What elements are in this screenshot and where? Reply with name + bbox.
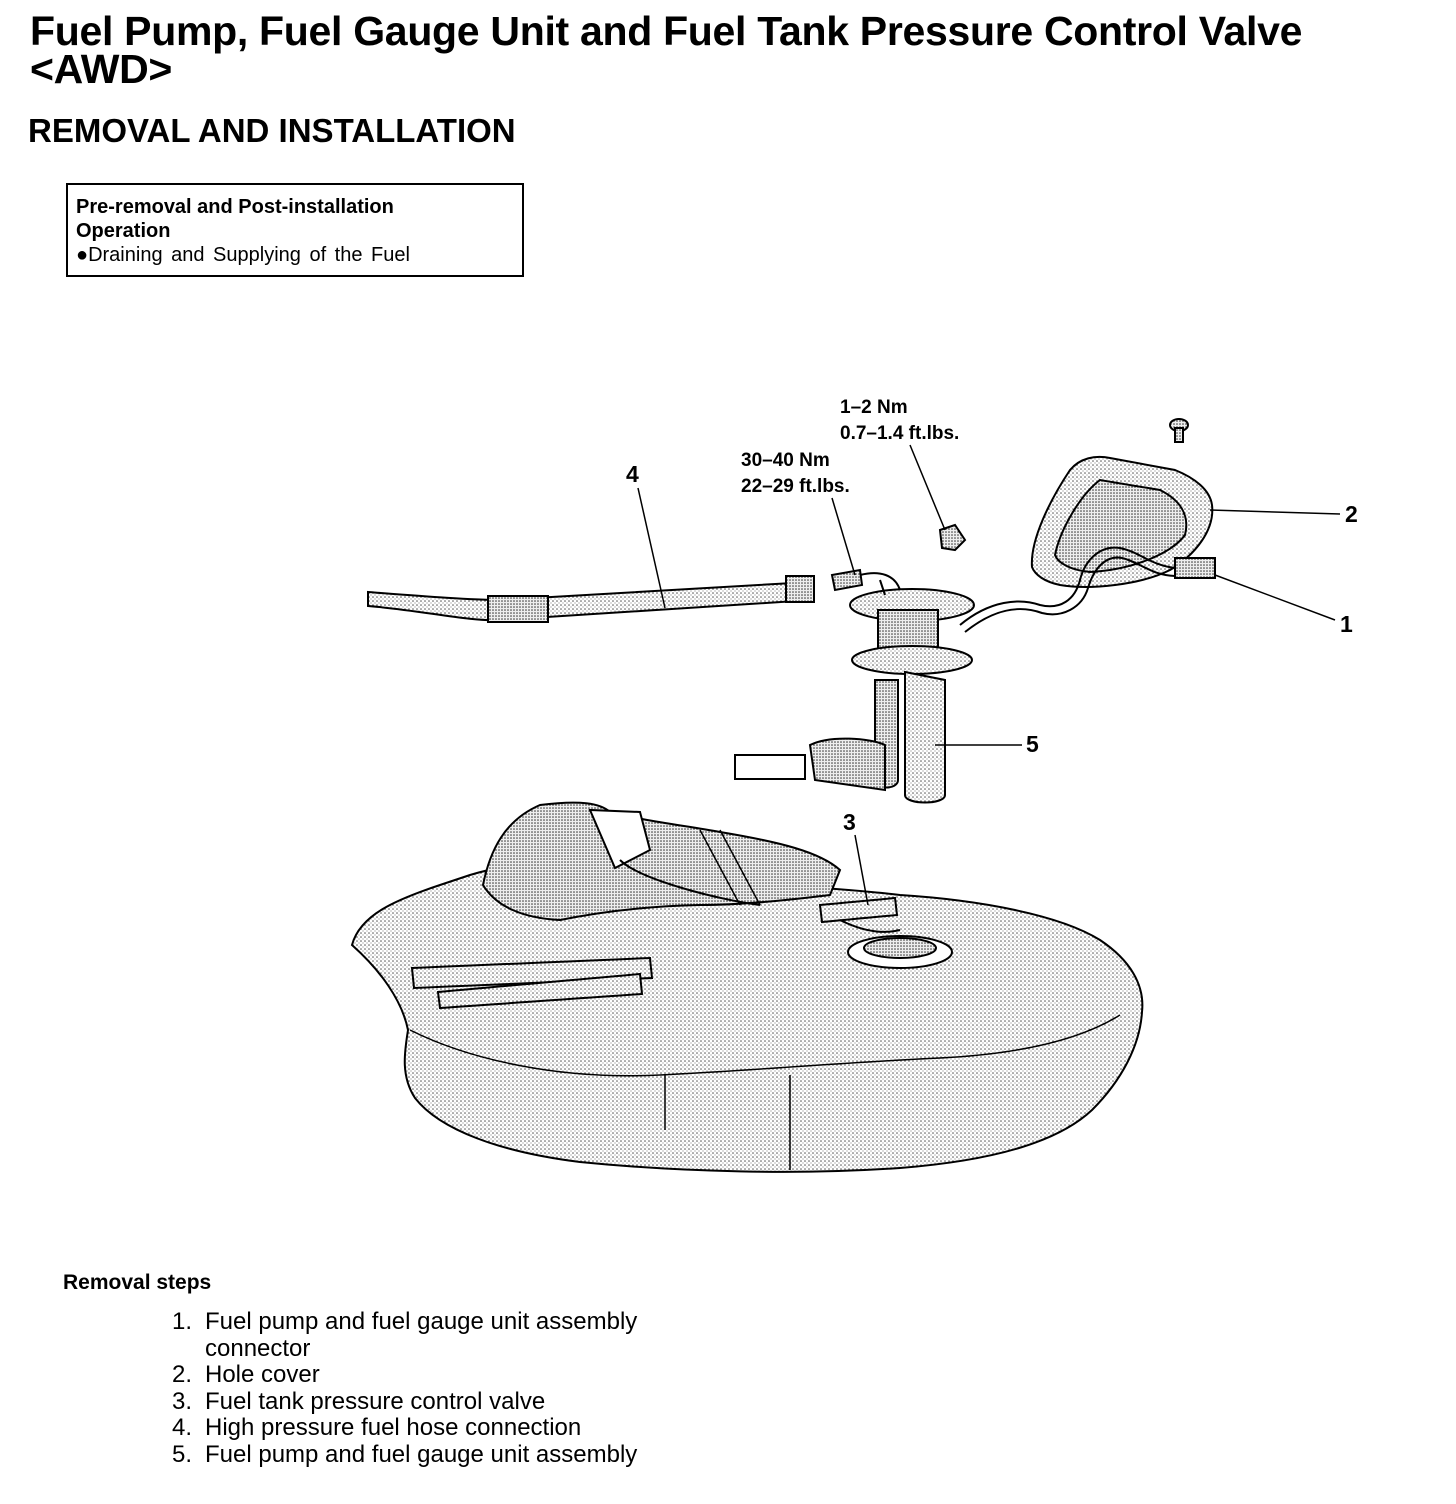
leader-lines bbox=[637, 444, 1341, 906]
callout-5: 5 bbox=[1026, 731, 1039, 757]
removal-steps-list: 1. Fuel pump and fuel gauge unit assembl… bbox=[172, 1308, 638, 1469]
screw bbox=[1169, 418, 1189, 443]
connector-harness bbox=[959, 546, 1216, 633]
pre-operation-box: Pre-removal and Post-installation Operat… bbox=[66, 183, 524, 277]
step-text: High pressure fuel hose connection bbox=[205, 1414, 582, 1441]
title-line-2: <AWD> bbox=[30, 46, 173, 92]
tank-hoses bbox=[410, 896, 901, 1010]
callout-3: 3 bbox=[843, 809, 856, 835]
fuel-pump-assembly bbox=[734, 572, 975, 804]
torque-large-line-2: 22–29 ft.lbs. bbox=[741, 476, 850, 497]
hole-cover bbox=[1030, 455, 1214, 588]
list-item: 2. Hole cover bbox=[172, 1361, 637, 1389]
step-number: 4. bbox=[172, 1414, 193, 1441]
torque-large-line-1: 30–40 Nm bbox=[741, 450, 830, 471]
step-text: Fuel pump and fuel gauge unit assembly bbox=[205, 1308, 638, 1335]
pre-operation-item: ●Draining and Supplying of the Fuel bbox=[76, 244, 410, 266]
list-item: 5. Fuel pump and fuel gauge unit assembl… bbox=[172, 1440, 638, 1469]
flare-nut bbox=[938, 523, 967, 552]
step-number: 3. bbox=[172, 1387, 193, 1415]
list-item: 1. Fuel pump and fuel gauge unit assembl… bbox=[172, 1308, 638, 1362]
step-number: 2. bbox=[172, 1361, 193, 1388]
pre-operation-heading-1: Pre-removal and Post-installation bbox=[76, 196, 394, 218]
callout-2: 2 bbox=[1345, 501, 1358, 527]
torque-small-line-2: 0.7–1.4 ft.lbs. bbox=[840, 423, 959, 444]
torque-small-line-1: 1–2 Nm bbox=[840, 397, 908, 418]
removal-steps-title: Removal steps bbox=[63, 1271, 212, 1294]
step-text: Hole cover bbox=[205, 1361, 320, 1388]
list-item: 4. High pressure fuel hose connection bbox=[172, 1414, 637, 1442]
section-heading: REMOVAL AND INSTALLATION bbox=[28, 112, 516, 149]
pre-operation-heading-2: Operation bbox=[76, 220, 171, 242]
fuel-tank bbox=[350, 801, 1144, 1173]
step-number: 5. bbox=[172, 1440, 193, 1468]
page-title: Fuel Pump, Fuel Gauge Unit and Fuel Tank… bbox=[30, 11, 1302, 92]
list-item: 3. Fuel tank pressure control valve bbox=[172, 1387, 637, 1416]
callout-4: 4 bbox=[626, 461, 639, 487]
step-number: 1. bbox=[172, 1308, 193, 1335]
step-text: Fuel tank pressure control valve bbox=[205, 1387, 546, 1415]
step-text: Fuel pump and fuel gauge unit assembly bbox=[205, 1440, 638, 1468]
high-pressure-fuel-hose bbox=[367, 568, 864, 623]
title-line-1: Fuel Pump, Fuel Gauge Unit and Fuel Tank… bbox=[30, 8, 1303, 54]
step-text-continued: connector bbox=[205, 1334, 311, 1362]
callout-1: 1 bbox=[1340, 611, 1353, 637]
